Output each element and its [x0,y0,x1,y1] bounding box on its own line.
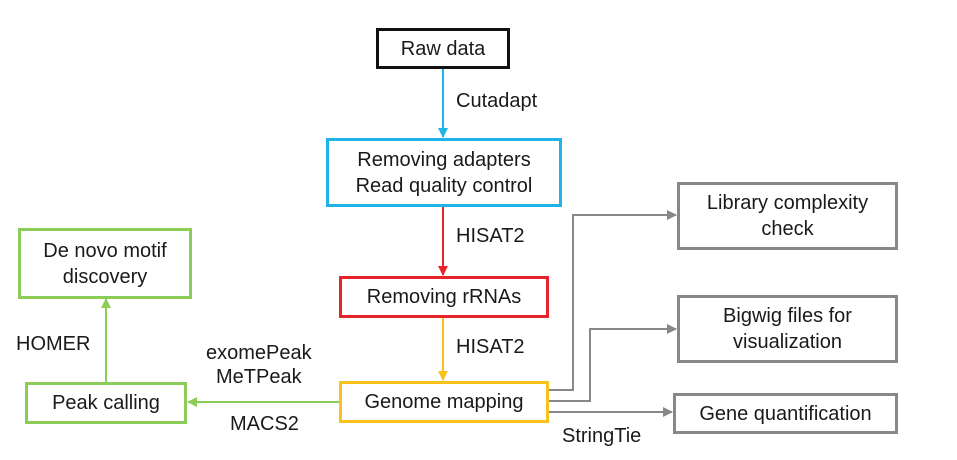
edge-label-hisat2-second: HISAT2 [456,336,525,358]
edge-mapping-to-bigwig [548,324,677,402]
node-peak-calling: Peak calling [25,382,187,424]
node-label: Raw data [400,37,486,60]
edge-mapping-to-library [548,210,677,391]
node-label: discovery [62,265,148,288]
edge-label-macs2: MACS2 [230,413,299,435]
node-label: Library complexity [706,192,869,214]
node-adapters-qc: Removing adapters Read quality control [326,138,562,207]
node-library-complexity: Library complexity check [677,182,898,250]
edge-label-cutadapt: Cutadapt [456,90,538,112]
node-label: Bigwig files for [723,305,852,327]
node-label: Peak calling [52,392,160,414]
edge-label-hisat2-first: HISAT2 [456,225,525,247]
node-raw-data: Raw data [376,28,510,69]
node-label: Read quality control [355,174,533,197]
node-de-novo-motif: De novo motif discovery [18,228,192,299]
node-label: Gene quantification [699,402,872,425]
node-gene-quantification: Gene quantification [673,393,898,434]
node-bigwig-files: Bigwig files for visualization [677,295,898,363]
node-genome-mapping: Genome mapping [339,381,549,423]
node-label: visualization [733,331,842,353]
node-label: Removing rRNAs [366,286,522,308]
node-label: check [761,218,814,240]
edge-label-stringtie: StringTie [562,425,642,447]
node-label: Genome mapping [364,391,524,413]
node-removing-rrnas: Removing rRNAs [339,276,549,318]
node-label: De novo motif [43,239,167,262]
edge-label-exomepeak: exomePeak [206,342,312,364]
edge-label-metpeak: MeTPeak [216,366,302,388]
node-label: Removing adapters [357,148,531,171]
edge-label-homer: HOMER [16,333,91,355]
